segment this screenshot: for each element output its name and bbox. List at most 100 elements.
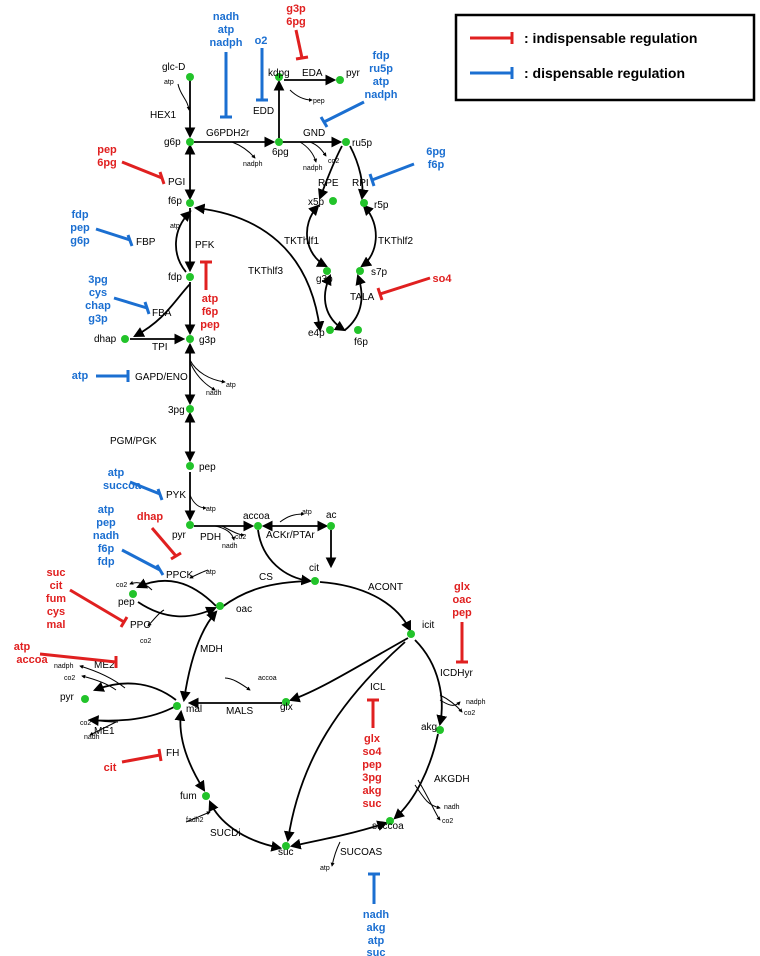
reaction-label-rpe: RPE — [318, 178, 339, 189]
metabolite-label: g3p — [199, 335, 216, 346]
regulation-arrows — [39, 29, 468, 904]
reaction-label-fba: FBA — [152, 308, 172, 319]
metabolite-nodes — [81, 73, 444, 850]
inhibition-pyk-bar — [156, 488, 164, 501]
pathway-edges — [87, 74, 448, 852]
reaction-label-fbp: FBP — [136, 237, 156, 248]
inhibition-fba — [113, 296, 148, 310]
reaction-label-mdh: MDH — [200, 644, 223, 655]
regulator-eda-2: 6pg — [286, 16, 306, 28]
metabolite-node-6pg — [275, 138, 283, 146]
metabolite-label: mal — [186, 704, 202, 715]
inhibition-tala-bar — [376, 287, 384, 301]
metabolite-node-suc — [282, 842, 290, 850]
legend-indispensable-label: : indispensable regulation — [524, 30, 697, 46]
cofactor-label: atp — [206, 569, 216, 576]
metabolite-node-r5p — [360, 199, 368, 207]
regulator-pgi-2: 6pg — [97, 157, 117, 169]
reaction-label-sucdi: SUCDi — [210, 828, 241, 839]
regulator-fbp-1: fdp — [71, 209, 88, 221]
cofactor-label: atp — [206, 506, 216, 513]
metabolite-node-f6p — [186, 199, 194, 207]
metabolite-node-fdp — [186, 273, 194, 281]
legend-dispensable-label: : dispensable regulation — [524, 65, 685, 81]
regulator-tala-1: so4 — [433, 273, 453, 285]
metabolite-node-glx — [282, 698, 290, 706]
metabolite-label: suc — [278, 847, 294, 858]
regulator-pfk-1: atp — [202, 293, 219, 305]
cofactor-label: nadh — [222, 543, 238, 550]
regulator-rpi-2: f6p — [428, 159, 445, 171]
regulator-icl-4: 3pg — [362, 772, 382, 784]
cofactor-label: fadh2 — [186, 817, 204, 824]
reaction-label-pyk: PYK — [166, 490, 186, 501]
metabolite-node-e4p — [326, 326, 334, 334]
regulator-pyk-1: atp — [108, 467, 125, 479]
metabolite-label: dhap — [94, 334, 117, 345]
reaction-label-pgm: PGM/PGK — [110, 436, 157, 447]
regulator-gnd-4: nadph — [365, 89, 398, 101]
metabolite-node-pyr_eda — [336, 76, 344, 84]
inhibition-fh — [121, 753, 161, 764]
inhibition-ppc-bar — [119, 616, 129, 628]
cofactor-label: co2 — [64, 675, 75, 682]
metabolite-label: fum — [180, 791, 197, 802]
cofactor-label: atp — [170, 223, 180, 230]
metabolite-node-mal — [173, 702, 181, 710]
metabolite-label: succoa — [372, 821, 404, 832]
metabolite-node-x5p — [329, 197, 337, 205]
regulator-ppck-red-1: dhap — [137, 511, 164, 523]
metabolite-node-accoa — [254, 522, 262, 530]
metabolite-label: accoa — [243, 511, 270, 522]
cofactor-label: nadph — [54, 663, 74, 670]
metabolite-node-glc — [186, 73, 194, 81]
metabolite-node-kdpg — [275, 73, 283, 81]
reaction-label-edd: EDD — [253, 106, 274, 117]
legend-box — [454, 13, 756, 102]
metabolite-node-3pg — [186, 405, 194, 413]
regulator-g6pdh-1: nadh — [213, 11, 240, 23]
metabolite-node-fum — [202, 792, 210, 800]
metabolite-node-pep_b — [129, 590, 137, 598]
cofactor-label: co2 — [116, 582, 127, 589]
regulator-sucoas-4: suc — [367, 947, 386, 956]
reaction-label-g6pdh2r: G6PDH2r — [206, 128, 250, 139]
regulator-sucoas-2: akg — [367, 922, 386, 934]
cofactor-label: accoa — [258, 675, 277, 682]
inhibition-eda-bar — [295, 55, 309, 61]
inhibition-tala — [379, 276, 431, 296]
reaction-label-tkt3: TKThlf3 — [248, 266, 283, 277]
cofactor-label: atp — [320, 865, 330, 872]
regulator-gnd-3: atp — [373, 76, 390, 88]
metabolite-node-s7p — [356, 267, 364, 275]
regulator-icl-2: so4 — [363, 746, 383, 758]
metabolite-node-oac — [216, 602, 224, 610]
metabolite-node-ru5p — [342, 138, 350, 146]
regulator-fba-4: g3p — [88, 313, 108, 325]
regulator-ppck-blue-2: pep — [96, 517, 116, 529]
regulator-labels: nadh atp nadph o2 fdp ru5p atp nadph 6pg… — [14, 3, 472, 956]
reaction-label-gapd: GAPD/ENO — [135, 372, 188, 383]
metabolite-labels: glc-D g6p f6p fdp dhap g3p 3pg pep pyr a… — [60, 62, 437, 858]
metabolite-label: 6pg — [272, 147, 289, 158]
reaction-label-cs: CS — [259, 572, 273, 583]
metabolite-label: f6p — [354, 337, 368, 348]
cofactor-label: co2 — [140, 638, 151, 645]
regulator-fba-3: chap — [85, 300, 111, 312]
metabolite-label: oac — [236, 604, 252, 615]
metabolite-label: 3pg — [168, 405, 185, 416]
reaction-label-acont: ACONT — [368, 582, 403, 593]
regulator-ppc-5: mal — [47, 619, 66, 631]
metabolite-node-cit — [311, 577, 319, 585]
inhibition-fh-bar — [157, 748, 163, 762]
metabolite-node-pyr — [186, 521, 194, 529]
inhibition-ppck-red-bar — [170, 551, 182, 561]
regulator-me2-1: atp — [14, 641, 31, 653]
cofactor-label: atp — [226, 382, 236, 389]
regulator-fbp-3: g6p — [70, 235, 90, 247]
legend: : indispensable regulation : dispensable… — [454, 13, 756, 102]
metabolite-label: pyr — [346, 68, 361, 79]
regulator-g6pdh-3: nadph — [210, 37, 243, 49]
regulator-ppc-4: cys — [47, 606, 65, 618]
regulator-icl-5: akg — [363, 785, 382, 797]
